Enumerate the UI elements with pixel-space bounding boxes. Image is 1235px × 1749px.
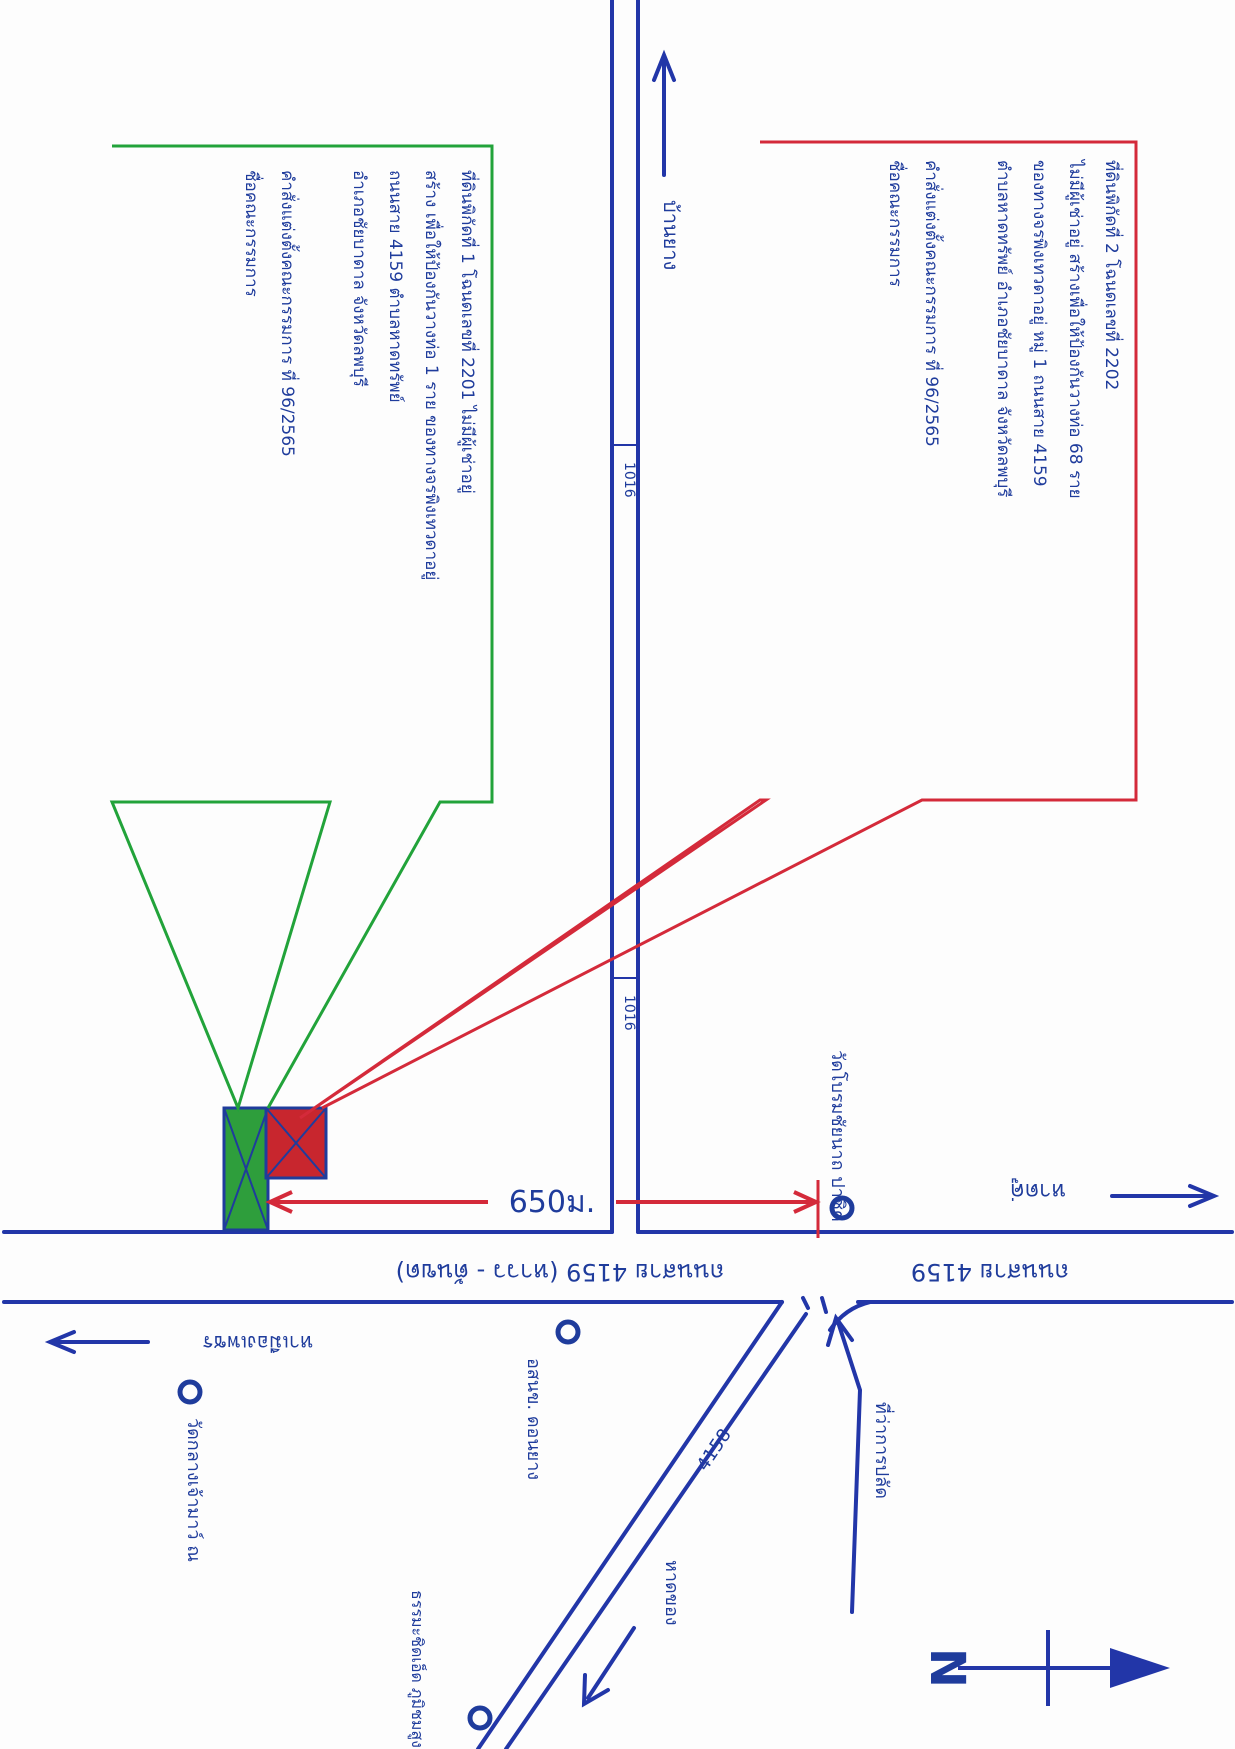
- school-label: อสนข. ดอนยาง: [523, 1358, 544, 1480]
- green-note-line-6: ชื่อคณะกรรมการ: [241, 170, 264, 297]
- right-road-arrow: [1110, 1184, 1220, 1208]
- bottom-temple-marker: [467, 1705, 493, 1731]
- north-destination-label: บ้านยาง: [659, 200, 683, 270]
- temple-marker: [829, 1195, 855, 1221]
- junction-tick-2: [820, 1296, 828, 1314]
- bottom-temple-label: ธรรมะชิดเอ็ด ภูมิชมสูง: [407, 1590, 428, 1748]
- temple-label: วัดโบรมชัยนาถ ปาชิต: [827, 1050, 849, 1222]
- green-callout: [109, 144, 494, 1113]
- school-marker: [555, 1319, 581, 1345]
- direction-arrows: [44, 49, 1220, 1708]
- compass-letter: N: [919, 1648, 975, 1688]
- north-compass: N: [919, 1630, 1170, 1706]
- village-office-label: ที่ว่าการปลัด: [871, 1402, 895, 1499]
- green-note-line-5: คำสั่งแต่งตั้งคณะกรรมการ ที่ 96/2565: [277, 170, 300, 457]
- red-note-line-2: ไม่มีผู้เช่าอยู่ สร้างเพื่อให้ป้องกันวาง…: [1065, 158, 1088, 499]
- left-destination-label: หาเมืองเพชร: [202, 1331, 313, 1355]
- land-plots: [222, 1106, 328, 1232]
- main-road-label-left: ถนนสาย 4159 (หาวว - ต้นขด): [396, 1258, 725, 1286]
- red-note-line-4: ตำบลหาดทรัพย์ อำเภอชัยบาดาล จังหวัดลพบุร…: [993, 160, 1013, 497]
- side-road-mark-2: 1016: [621, 995, 637, 1031]
- diag-road-number: 4158: [693, 1425, 736, 1475]
- green-note-line-1: ที่ดินพิกัดที่ 1 โฉนดเลขที่ 2201 ไม่มีผู…: [457, 170, 480, 494]
- distance-label: 650ม.: [509, 1185, 596, 1220]
- red-note-line-5: คำสั่งแต่งตั้งคณะกรรมการ ที่ 96/2565: [921, 160, 944, 447]
- green-note-line-2: สร้าง เพื่อให้ป้องกันวางท่อ 1 ราย ของทาง…: [421, 170, 444, 580]
- red-note-line-3: ของทางจรพิงเทวดาอยู่ หมู่ 1 ถนนสาย 4159: [1029, 160, 1049, 487]
- main-road-label-right: ถนนสาย 4159: [911, 1258, 1069, 1286]
- red-callout: [299, 140, 1138, 1120]
- junction-in-arrow: [826, 1313, 863, 1614]
- junction-tick-1: [801, 1296, 810, 1310]
- diag-road-left-edge: [476, 1300, 784, 1749]
- side-road-mark-1: 1016: [621, 462, 637, 498]
- green-note-line-4: อำเภอชัยบาดาล จังหวัดลพบุรี: [349, 170, 369, 387]
- red-note-line-1: ที่ดินพิกัดที่ 2 โฉนดเลขที่ 2202: [1101, 160, 1124, 390]
- green-note-line-3: ถนนสาย 4159 ตำบลหาดทรัพย์: [385, 170, 405, 403]
- diag-road-arrow: [581, 1626, 636, 1708]
- side-road-marks: [612, 444, 638, 979]
- diag-road-destination: หาดของ: [661, 1560, 682, 1626]
- left-road-arrow: [44, 1330, 150, 1354]
- landmark-circles: [177, 1195, 855, 1731]
- right-destination-label: หาดคู่: [1010, 1178, 1066, 1203]
- red-note: ที่ดินพิกัดที่ 2 โฉนดเลขที่ 2202 ไม่มีผู…: [885, 158, 1124, 499]
- north-road-arrow: [652, 49, 676, 177]
- wat-left-marker: [177, 1379, 203, 1405]
- green-note: ที่ดินพิกัดที่ 1 โฉนดเลขที่ 2201 ไม่มีผู…: [241, 170, 480, 580]
- wat-left-label: วัดกลางเจ้ามาว์ ณ: [183, 1418, 204, 1562]
- distance-indicator: [265, 1180, 821, 1238]
- red-note-line-6: ชื่อคณะกรรมการ: [885, 160, 908, 287]
- diag-road-right-edge: [504, 1312, 808, 1749]
